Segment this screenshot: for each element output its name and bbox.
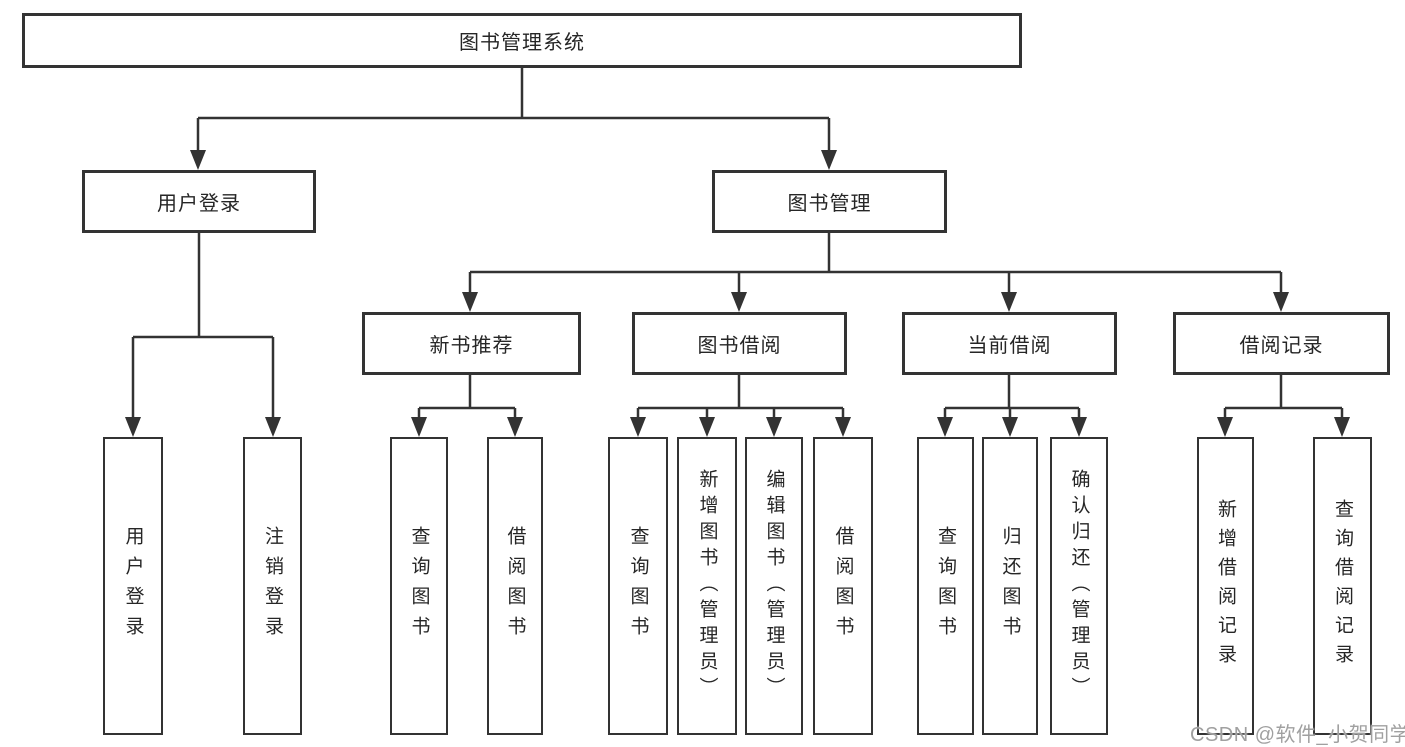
node-label: 归还图书: [999, 526, 1021, 646]
node-library-management-system: 图书管理系统: [22, 13, 1022, 68]
leaf-current-confirm-return-admin: 确认归还（管理员）: [1050, 437, 1108, 735]
node-label: 查询图书: [627, 526, 649, 646]
node-label: 借阅图书: [504, 526, 526, 646]
node-new-book-recommend: 新书推荐: [362, 312, 581, 375]
node-label: 图书管理: [787, 193, 872, 215]
node-current-borrowing: 当前借阅: [902, 312, 1117, 375]
node-label: 编辑图书（管理员）: [763, 469, 785, 703]
node-label: 注销登录: [262, 526, 283, 646]
leaf-current-query-books: 查询图书: [917, 437, 974, 735]
leaf-borrowing-query-books: 查询图书: [608, 437, 668, 735]
node-label: 用户登录: [157, 193, 241, 215]
node-borrowing-records: 借阅记录: [1173, 312, 1390, 375]
node-label: 图书借阅: [697, 335, 782, 357]
leaf-records-query-record: 查询借阅记录: [1313, 437, 1372, 735]
leaf-logout: 注销登录: [243, 437, 302, 735]
csdn-watermark: CSDN @软件_小贺同学: [1190, 724, 1405, 746]
node-label: 当前借阅: [967, 335, 1052, 357]
node-label: 查询图书: [408, 526, 430, 646]
leaf-recommend-query-books: 查询图书: [390, 437, 448, 735]
leaf-recommend-borrow-books: 借阅图书: [487, 437, 543, 735]
node-label: 查询图书: [935, 526, 956, 646]
node-label: 图书管理系统: [459, 32, 585, 54]
node-label: 借阅图书: [832, 526, 854, 646]
node-label: 新增图书（管理员）: [696, 469, 718, 703]
node-label: 用户登录: [122, 526, 144, 646]
node-label: 查询借阅记录: [1332, 499, 1353, 673]
node-label: 借阅记录: [1239, 335, 1324, 357]
node-book-management: 图书管理: [712, 170, 947, 233]
leaf-user-login: 用户登录: [103, 437, 163, 735]
leaf-records-add-record: 新增借阅记录: [1197, 437, 1254, 735]
arrowheads: [125, 150, 1350, 437]
leaf-borrowing-add-books-admin: 新增图书（管理员）: [677, 437, 737, 735]
leaf-borrowing-edit-books-admin: 编辑图书（管理员）: [745, 437, 803, 735]
leaf-borrowing-borrow-books: 借阅图书: [813, 437, 873, 735]
leaf-current-return-books: 归还图书: [982, 437, 1038, 735]
node-label: 新增借阅记录: [1215, 499, 1236, 673]
node-label: 确认归还（管理员）: [1068, 469, 1090, 703]
node-book-borrowing: 图书借阅: [632, 312, 847, 375]
node-label: 新书推荐: [429, 335, 514, 357]
node-user-login: 用户登录: [82, 170, 316, 233]
